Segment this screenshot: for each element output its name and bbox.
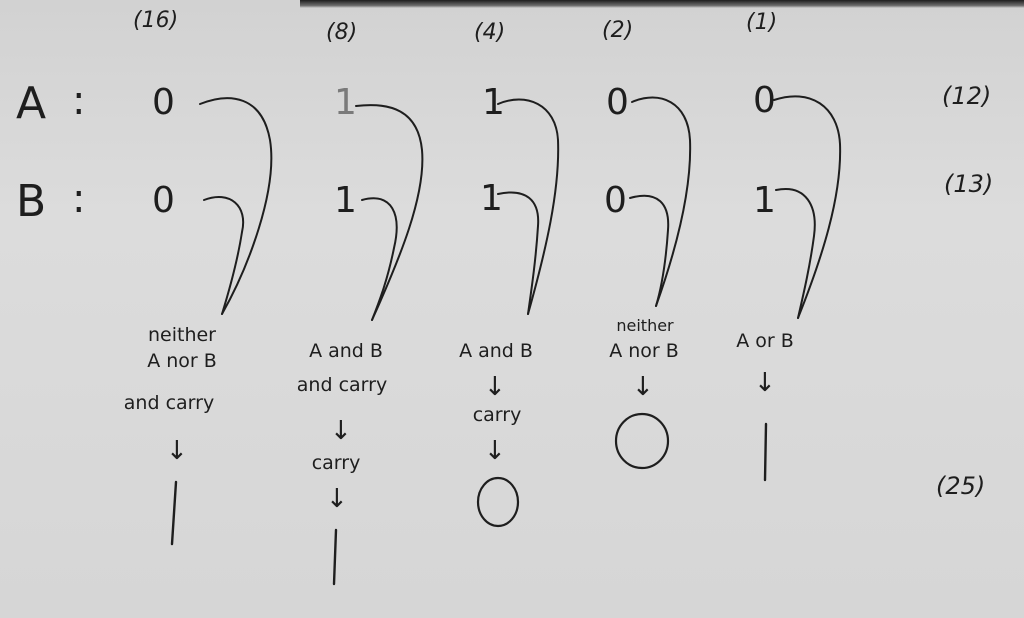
col8-down-arrow-1: ↓	[330, 416, 352, 446]
col4-carry-label: carry	[472, 404, 522, 426]
place-value-1: (1)	[746, 10, 778, 35]
row-b-decimal: (13)	[944, 170, 994, 198]
place-value-16: (16)	[133, 8, 179, 33]
row-a-label: A	[16, 78, 47, 129]
place-value-2: (2)	[602, 18, 634, 43]
row-b-bit-1: 1	[753, 180, 776, 221]
connector-a-col1	[773, 95, 842, 319]
col2-line-1: neither	[616, 316, 674, 335]
col4-down-arrow-1: ↓	[484, 372, 506, 402]
connector-b-col2	[629, 194, 670, 307]
place-value-4: (4)	[474, 20, 506, 45]
row-b-bit-2: 0	[604, 180, 627, 221]
col1-down-arrow: ↓	[754, 368, 776, 398]
row-b-bit-4: 1	[480, 178, 503, 219]
row-a-bit-16: 0	[152, 82, 175, 123]
paper-edge-shadow	[300, 0, 1024, 8]
connector-a-col2	[631, 96, 692, 307]
row-a-colon: :	[72, 78, 86, 124]
row-b-label: B	[16, 176, 47, 227]
col2-down-arrow: ↓	[632, 372, 654, 402]
col8-line-1: A and B	[309, 340, 383, 362]
result-one-col1	[763, 422, 768, 482]
col16-down-arrow: ↓	[166, 436, 188, 466]
connector-b-col16	[203, 196, 245, 315]
col4-line-1: A and B	[459, 340, 533, 362]
connector-a-col16	[199, 97, 273, 315]
connector-b-col4	[497, 191, 540, 315]
connector-b-col8	[361, 197, 398, 321]
col16-line-2: A nor B	[147, 350, 217, 372]
row-b-colon: :	[72, 176, 86, 222]
row-a-decimal: (12)	[942, 82, 992, 110]
row-a-bit-4: 1	[482, 82, 505, 123]
col4-down-arrow-2: ↓	[484, 436, 506, 466]
col16-line-3: and carry	[123, 392, 215, 414]
row-a-bit-8: 1	[334, 82, 357, 123]
row-b-bit-8: 1	[334, 180, 357, 221]
col8-down-arrow-2: ↓	[326, 484, 348, 514]
result-zero-circle-col4	[476, 476, 520, 528]
col8-carry-label: carry	[311, 452, 361, 474]
col16-line-1: neither	[147, 324, 216, 346]
col1-line-1: A or B	[736, 330, 794, 352]
row-a-bit-2: 0	[606, 82, 629, 123]
connector-a-col4	[497, 98, 560, 315]
col2-line-2: A nor B	[609, 340, 679, 362]
connector-a-col8	[355, 104, 424, 321]
place-value-8: (8)	[326, 20, 358, 45]
result-zero-circle-col2	[614, 412, 670, 470]
connector-b-col1	[775, 188, 816, 319]
result-one-col8	[332, 528, 338, 586]
row-a-bit-1: 0	[753, 80, 776, 121]
row-b-bit-16: 0	[152, 180, 175, 221]
col8-line-2: and carry	[296, 374, 388, 396]
result-one-col16	[170, 480, 178, 546]
sum-decimal: (25)	[936, 472, 986, 500]
